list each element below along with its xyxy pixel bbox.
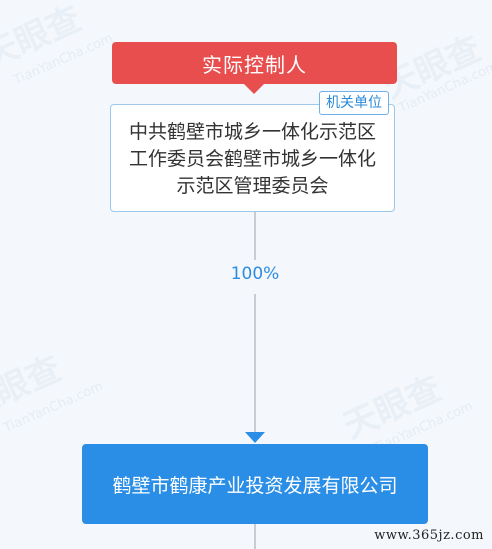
watermark-brand-latin: TianYanCha.com [396,58,492,117]
watermark-brand-latin: TianYanCha.com [11,30,116,89]
ownership-percent: 100% [230,264,280,284]
banner-pointer [244,84,264,94]
company-name: 鹤壁市鹤康产业投资发展有限公司 [112,474,398,497]
site-watermark: www.365jz.com [374,528,484,543]
entity-type-tag: 机关单位 [319,91,389,115]
controller-banner: 实际控制人 [112,42,397,84]
company-node[interactable]: 鹤壁市鹤康产业投资发展有限公司 [82,444,428,524]
connector-line [254,524,256,549]
watermark-brand-latin: TianYanCha.com [1,378,106,437]
connector-line [254,212,256,260]
connector-line [254,294,256,434]
controller-entity-name[interactable]: 中共鹤壁市城乡一体化示范区工作委员会鹤壁市城乡一体化示范区管理委员会 [128,121,376,197]
controller-entity-card[interactable]: 机关单位 中共鹤壁市城乡一体化示范区工作委员会鹤壁市城乡一体化示范区管理委员会 [110,91,395,212]
arrow-down-icon [245,432,265,443]
